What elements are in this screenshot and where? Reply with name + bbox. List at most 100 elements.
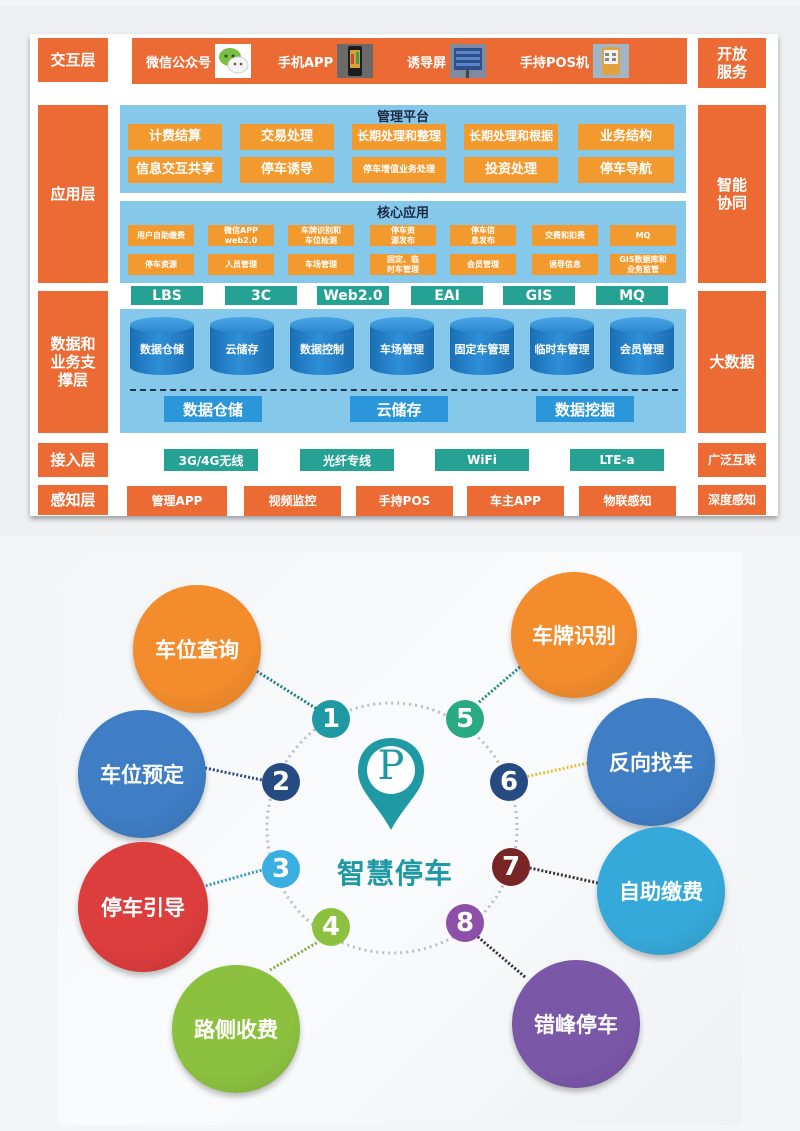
interaction-item-wechat: 微信公众号 — [146, 44, 252, 78]
right-label-text: 大数据 — [709, 353, 755, 371]
core-app-item: MQ — [610, 225, 676, 246]
feature-bubble: 路侧收费 — [172, 965, 300, 1093]
wechat-icon — [215, 44, 252, 78]
right-label-text: 开放 服务 — [716, 45, 747, 81]
mobile-phone-icon — [337, 44, 374, 78]
storage-cloud: 云储存 — [350, 396, 448, 422]
right-label-big-data: 大数据 — [698, 291, 766, 433]
tech-item-eai: EAI — [411, 286, 483, 305]
feature-number-badge: 1 — [312, 700, 350, 738]
guidance-screen-icon — [450, 44, 487, 78]
feature-number-badge: 8 — [446, 904, 484, 942]
feature-number-badge: 4 — [312, 908, 350, 946]
center-title: 智慧停车 — [336, 857, 453, 890]
database-cylinder-icon: 车场管理 — [370, 317, 434, 381]
core-app-item: 车场管理 — [288, 254, 354, 275]
feature-bubble: 车位预定 — [78, 710, 206, 838]
feature-bubble: 车牌识别 — [511, 572, 637, 698]
database-cylinder-icon: 临时车管理 — [530, 317, 594, 381]
management-platform-panel: 管理平台 计费结算 交易处理 长期处理和整理 长期处理和根据 业务结构 信息交互… — [120, 105, 686, 193]
database-label: 云储存 — [225, 343, 259, 356]
feature-label: 错峰停车 — [534, 1013, 618, 1037]
perception-item: 车主APP — [467, 486, 564, 516]
access-item: 3G/4G无线 — [164, 449, 258, 471]
interaction-item-mobile-app: 手机APP — [278, 44, 374, 78]
right-label-text: 智能 协同 — [716, 176, 747, 212]
database-label: 会员管理 — [620, 343, 664, 356]
database-cylinder-icon: 云储存 — [210, 317, 274, 381]
core-app-item: 会员管理 — [450, 254, 516, 275]
database-cylinder-icon: 会员管理 — [610, 317, 674, 381]
feature-label: 车位查询 — [155, 638, 239, 662]
parking-pin-icon: P — [355, 735, 427, 833]
platform-item: 长期处理和根据 — [464, 124, 558, 150]
core-apps-title: 核心应用 — [376, 206, 429, 221]
database-label: 临时车管理 — [534, 343, 590, 356]
database-label: 数据仓储 — [140, 343, 184, 356]
platform-item: 计费结算 — [128, 124, 222, 150]
interaction-bar: 微信公众号 手机APP 诱导屏 手持POS机 — [132, 38, 687, 84]
right-label-smart-collab: 智能 协同 — [698, 105, 766, 283]
tech-item-3c: 3C — [225, 286, 297, 305]
feature-label: 停车引导 — [101, 896, 185, 920]
layer-label-application: 应用层 — [38, 105, 108, 283]
interaction-item-guidance-screen: 诱导屏 — [407, 44, 487, 78]
database-label: 固定车管理 — [454, 343, 510, 356]
platform-item: 长期处理和整理 — [352, 124, 446, 150]
feature-label: 反向找车 — [609, 751, 693, 775]
core-app-item: 微信APP web2.0 — [208, 225, 274, 246]
perception-item: 管理APP — [127, 486, 227, 516]
platform-item: 交易处理 — [240, 124, 334, 150]
core-app-item: 车牌识别和 车位检测 — [288, 225, 354, 246]
feature-number-badge: 5 — [446, 700, 484, 738]
perception-item: 物联感知 — [579, 486, 676, 516]
parking-letter: P — [377, 743, 405, 789]
management-platform-title: 管理平台 — [376, 110, 429, 125]
right-label-wide-interconnect: 广泛互联 — [698, 443, 766, 477]
tech-item-mq: MQ — [596, 286, 668, 305]
architecture-diagram: 交互层 应用层 数据和 业务支 撑层 接入层 感知层 开放 服务 智能 协同 大… — [30, 34, 778, 516]
layer-label-interaction: 交互层 — [38, 38, 108, 82]
feature-bubble: 反向找车 — [587, 698, 715, 826]
core-app-item: 用户自助缴费 — [128, 225, 194, 246]
handheld-pos-icon — [592, 44, 629, 78]
interaction-item-label: 诱导屏 — [407, 55, 447, 71]
core-app-item: GIS数据库和 业务监管 — [610, 254, 676, 275]
core-app-item: 停车资源 — [128, 254, 194, 275]
feature-label: 车牌识别 — [532, 624, 616, 648]
interaction-item-handheld-pos: 手持POS机 — [520, 44, 629, 78]
database-label: 数据控制 — [300, 343, 344, 356]
feature-number-badge: 3 — [262, 850, 300, 888]
feature-number-badge: 6 — [490, 763, 528, 801]
layer-label-text: 感知层 — [50, 491, 96, 509]
perception-item: 手持POS — [356, 486, 453, 516]
layer-label-text: 数据和 业务支 撑层 — [50, 335, 96, 389]
tech-item-lbs: LBS — [131, 286, 203, 305]
right-label-deep-perception: 深度感知 — [698, 485, 766, 515]
storage-data-warehouse: 数据仓储 — [164, 396, 262, 422]
right-label-open-service: 开放 服务 — [698, 38, 766, 88]
platform-item: 停车导航 — [578, 157, 674, 183]
platform-item: 停车增值业务处理 — [352, 157, 446, 183]
database-cylinder-icon: 数据仓储 — [130, 317, 194, 381]
interaction-item-label: 手持POS机 — [520, 55, 589, 71]
platform-item: 停车诱导 — [240, 157, 334, 183]
access-item: 光纤专线 — [300, 449, 394, 471]
layer-label-access: 接入层 — [38, 443, 108, 477]
dashed-divider — [130, 389, 678, 391]
feature-label: 自助缴费 — [619, 880, 703, 904]
interaction-item-label: 手机APP — [278, 55, 334, 71]
storage-data-mining: 数据挖掘 — [536, 396, 634, 422]
core-app-item: 交费和扣费 — [532, 225, 598, 246]
core-app-item: 停车资 源发布 — [370, 225, 436, 246]
platform-item: 信息交互共享 — [128, 157, 222, 183]
feature-number-badge: 7 — [492, 848, 530, 886]
layer-label-data-support: 数据和 业务支 撑层 — [38, 291, 108, 433]
database-cylinder-icon: 数据控制 — [290, 317, 354, 381]
interaction-item-label: 微信公众号 — [146, 55, 212, 71]
layer-label-text: 交互层 — [50, 51, 96, 69]
tech-item-web20: Web2.0 — [317, 286, 389, 305]
feature-label: 车位预定 — [100, 763, 184, 787]
platform-item: 业务结构 — [578, 124, 674, 150]
feature-bubble: 错峰停车 — [512, 960, 640, 1088]
